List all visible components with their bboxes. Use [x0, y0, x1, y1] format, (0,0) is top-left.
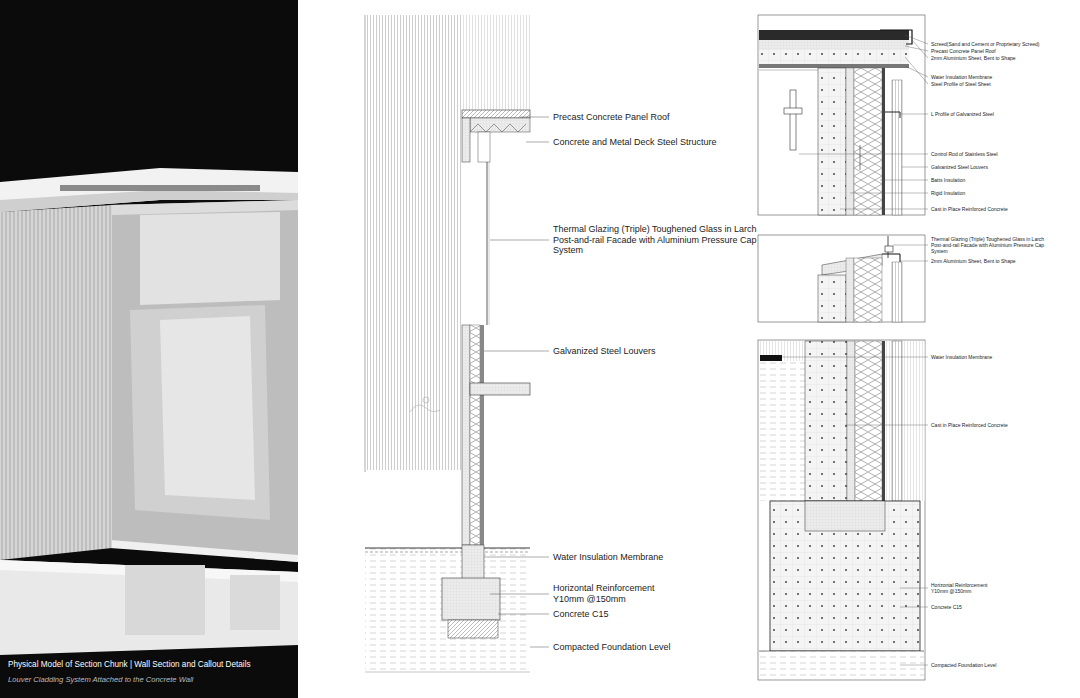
section-label: Water Insulation Membrane: [553, 552, 773, 563]
section-label: Precast Concrete Panel Roof: [553, 112, 773, 123]
section-label: Concrete C15: [553, 609, 773, 620]
detail-label: Control Rod of Stainless Steel: [931, 151, 1076, 157]
section-label: Compacted Foundation Level: [553, 642, 773, 653]
detail-label: Batts Insulation: [931, 177, 1076, 183]
detail-label: Screed(Sand and Cement or Proprietary Sc…: [931, 41, 1076, 47]
detail-label: L Profile of Galvanized Steel: [931, 111, 1076, 117]
section-label: Horizontal Reinforcement Y10mm @150mm: [553, 583, 683, 605]
detail-label: Compacted Foundation Level: [931, 662, 1076, 668]
section-label: Concrete and Metal Deck Steel Structure: [553, 137, 773, 148]
detail-label: Rigid Insulation: [931, 190, 1076, 196]
sheet-title: Physical Model of Section Chunk | Wall S…: [8, 660, 251, 669]
detail-label: Water Insulation Membrane: [931, 74, 1076, 80]
detail-label: 2mm Aluminium Sheet, Bent to Shape: [931, 258, 1076, 264]
detail-label: Thermal Glazing (Triple) Toughened Glass…: [931, 236, 1056, 254]
detail-label: Steel Profile of Steel Sheet: [931, 81, 1076, 87]
section-label: Galvanized Steel Louvers: [553, 346, 773, 357]
detail-label: Galvanized Steel Louvers: [931, 164, 1076, 170]
detail-label: Horizontal Reinforcement Y10mm @150mm: [931, 582, 1001, 594]
sheet-caption: Louver Cladding System Attached to the C…: [8, 675, 193, 684]
detail-label: Water Insulation Membrane: [931, 354, 1076, 360]
detail-label: 2mm Aluminium Sheet, Bent to Shape: [931, 55, 1076, 61]
detail-label: Cast in Place Reinforced Concrete: [931, 206, 1076, 212]
section-label: Thermal Glazing (Triple) Toughened Glass…: [553, 224, 768, 256]
detail-label: Cast in Place Reinforced Concrete: [931, 422, 1076, 428]
detail-label: Concrete C15: [931, 604, 1076, 610]
detail-label: Precast Concrete Panel Roof: [931, 48, 1076, 54]
